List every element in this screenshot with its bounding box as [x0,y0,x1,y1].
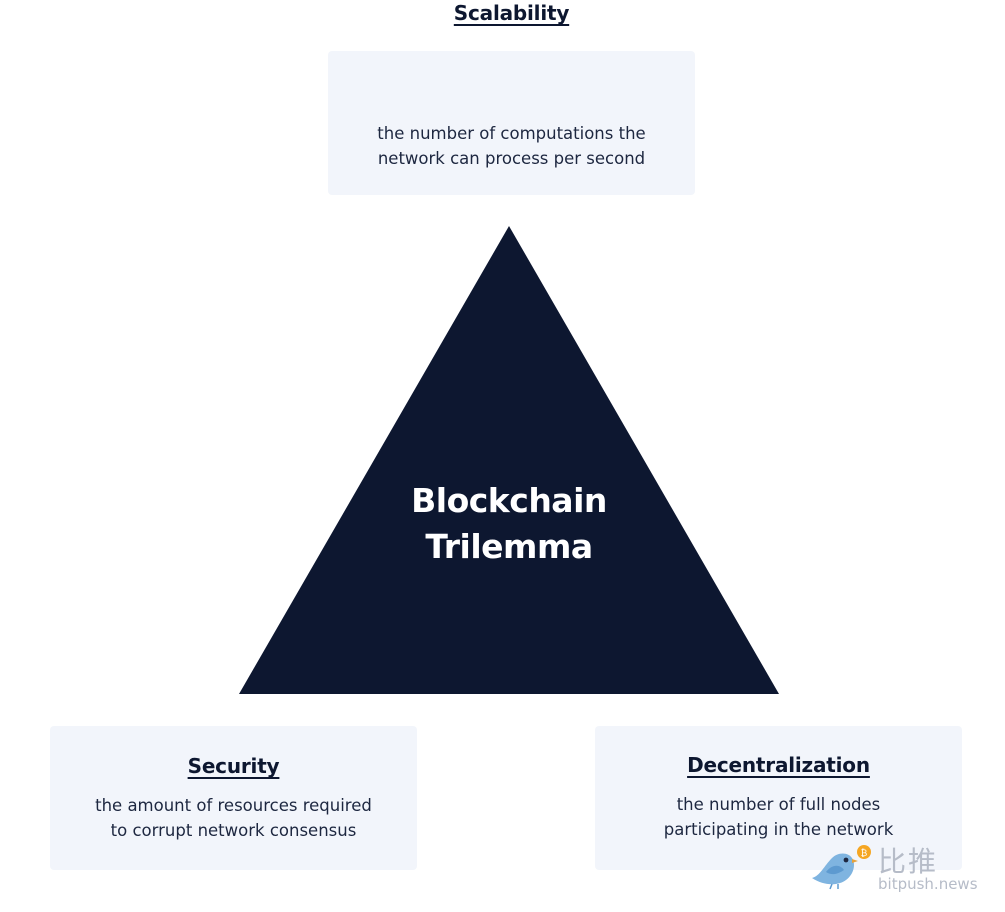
coin-icon [857,845,871,859]
center-title-line1: Blockchain [411,481,607,520]
scalability-desc-line1: the number of computations the [377,124,646,143]
svg-text:₿: ₿ [861,848,868,859]
trilemma-center-title: Blockchain Trilemma [380,478,638,570]
security-description: the amount of resources required to corr… [50,793,417,843]
security-desc-line2: to corrupt network consensus [110,821,357,840]
decentralization-card: Decentralization the number of full node… [595,726,962,870]
center-title-line2: Trilemma [425,527,593,566]
security-card: Security the amount of resources require… [50,726,417,870]
scalability-description: the number of computations the network c… [328,121,695,171]
decentralization-desc-line1: the number of full nodes [676,795,881,814]
triangle-shape [239,226,779,694]
security-title: Security [187,754,280,778]
decentralization-description: the number of full nodes participating i… [595,792,962,842]
scalability-title: Scalability [453,1,570,25]
bitpush-watermark: ₿ 比推 bitpush.news [806,840,996,900]
scalability-desc-line2: network can process per second [377,149,646,168]
decentralization-desc-line2: participating in the network [663,820,894,839]
scalability-card: Scalability the number of computations t… [328,1,695,195]
watermark-url: bitpush.news [878,875,978,893]
bird-icon: ₿ [812,845,871,890]
security-desc-line1: the amount of resources required [95,796,372,815]
watermark-logo-text: 比推 [878,845,939,878]
decentralization-title: Decentralization [687,753,870,777]
